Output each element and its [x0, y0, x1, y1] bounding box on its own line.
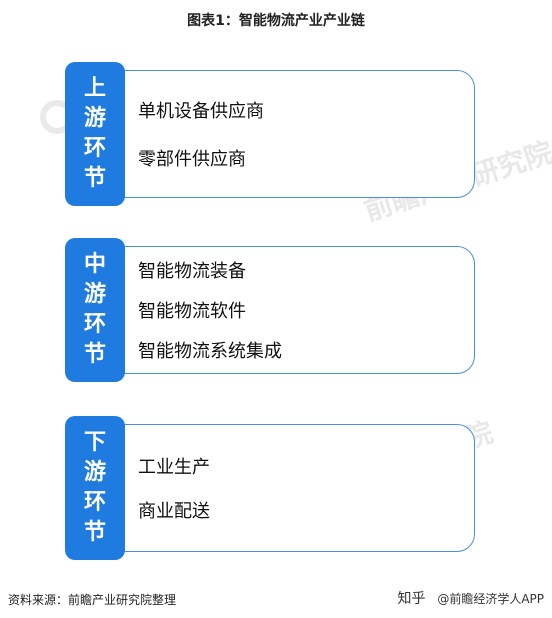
chart-title: 图表1：智能物流产业产业链: [187, 13, 365, 29]
stage-box: [93, 70, 475, 198]
stage-items: 工业生产 商业配送: [138, 416, 210, 560]
stage-label-char: 环: [83, 490, 106, 515]
stage-label-char: 上: [83, 76, 106, 101]
stage-label-char: 游: [83, 460, 106, 485]
stage-item: 智能物流系统集成: [138, 341, 282, 362]
source-note: 资料来源：前瞻产业研究院整理: [8, 593, 177, 607]
stage-items: 单机设备供应商 零部件供应商: [138, 62, 264, 206]
stage-item: 智能物流软件: [138, 301, 246, 322]
stage-downstream: 下 游 环 节 工业生产 商业配送: [65, 416, 477, 560]
stage-label-char: 中: [83, 252, 106, 277]
stage-upstream: 上 游 环 节 单机设备供应商 零部件供应商: [65, 62, 477, 206]
stage-label-downstream: 下 游 环 节: [65, 416, 125, 560]
stage-label-char: 下: [83, 430, 106, 455]
stage-box: [93, 424, 475, 552]
stage-item: 工业生产: [138, 457, 210, 478]
stage-label-char: 环: [83, 136, 106, 161]
stage-items: 智能物流装备 智能物流软件 智能物流系统集成: [138, 238, 282, 382]
stage-label-upstream: 上 游 环 节: [65, 62, 125, 206]
stage-label-char: 游: [83, 106, 106, 131]
stage-label-char: 节: [83, 342, 106, 367]
stage-item: 商业配送: [138, 501, 210, 522]
stage-item: 智能物流装备: [138, 261, 246, 282]
stage-label-char: 游: [83, 282, 106, 307]
stage-label-char: 节: [83, 166, 106, 191]
stage-label-midstream: 中 游 环 节: [65, 238, 125, 382]
brand-credit: 知乎 @前瞻经济学人APP: [397, 588, 544, 608]
stage-item: 零部件供应商: [138, 149, 246, 170]
stage-label-char: 节: [83, 520, 106, 545]
stage-midstream: 中 游 环 节 智能物流装备 智能物流软件 智能物流系统集成: [65, 238, 477, 382]
brand-handle: @前瞻经济学人APP: [437, 592, 544, 606]
stage-item: 单机设备供应商: [138, 101, 264, 122]
zhihu-brand: 知乎: [397, 591, 426, 607]
stage-label-char: 环: [83, 312, 106, 337]
